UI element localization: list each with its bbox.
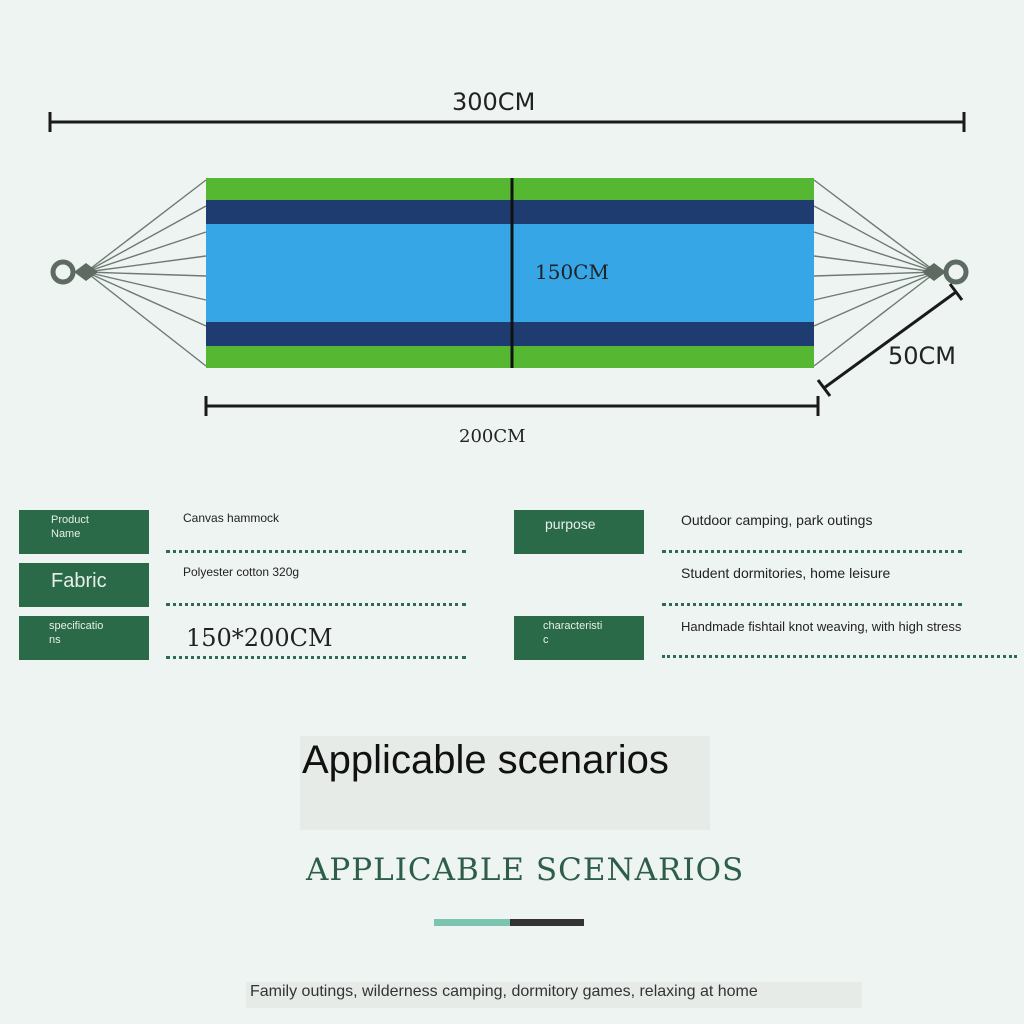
right-ropes [813,179,937,367]
spec-value-characteristic: Handmade fishtail knot weaving, with hig… [681,619,962,634]
total-length-dimension-line [48,112,966,132]
divider [662,603,962,606]
spec-value-usage: Student dormitories, home leisure [681,565,891,581]
right-ring-icon [922,259,969,285]
left-ropes [85,179,207,367]
divider [662,550,962,553]
heading-background [300,736,710,830]
rope-length-label: 50CM [888,342,957,370]
bed-length-label: 200CM [459,426,526,447]
spec-value-product-name: Canvas hammock [183,511,280,525]
spec-label-purpose: purpose [514,510,644,554]
left-ring-icon [50,259,98,285]
spec-value-purpose: Outdoor camping, park outings [681,512,873,528]
scenarios-heading: Applicable scenarios [302,738,669,782]
hammock-bed [206,178,814,368]
bed-length-dimension-line [204,396,820,416]
description-background [246,982,862,1008]
divider [166,550,466,553]
spec-value-fabric: Polyester cotton 320g [183,565,300,579]
spec-label-specifications: specificatio ns [19,616,149,660]
rope-length-dimension-line [816,283,964,397]
divider [166,603,466,606]
accent-bar-teal [434,919,510,926]
spec-label-fabric: Fabric [19,563,149,607]
width-label: 150CM [535,260,609,284]
accent-bar-dark [510,919,584,926]
spec-value-specifications: 150*200CM [186,624,333,652]
divider [166,656,466,659]
divider [662,655,1017,658]
spec-label-characteristic: characteristi c [514,616,644,660]
total-length-label: 300CM [452,88,536,116]
hammock-diagram [48,112,969,416]
spec-label-product-name: Product Name [19,510,149,554]
scenarios-subheading: APPLICABLE SCENARIOS [306,852,745,888]
scenarios-description: Family outings, wilderness camping, dorm… [250,983,758,1000]
